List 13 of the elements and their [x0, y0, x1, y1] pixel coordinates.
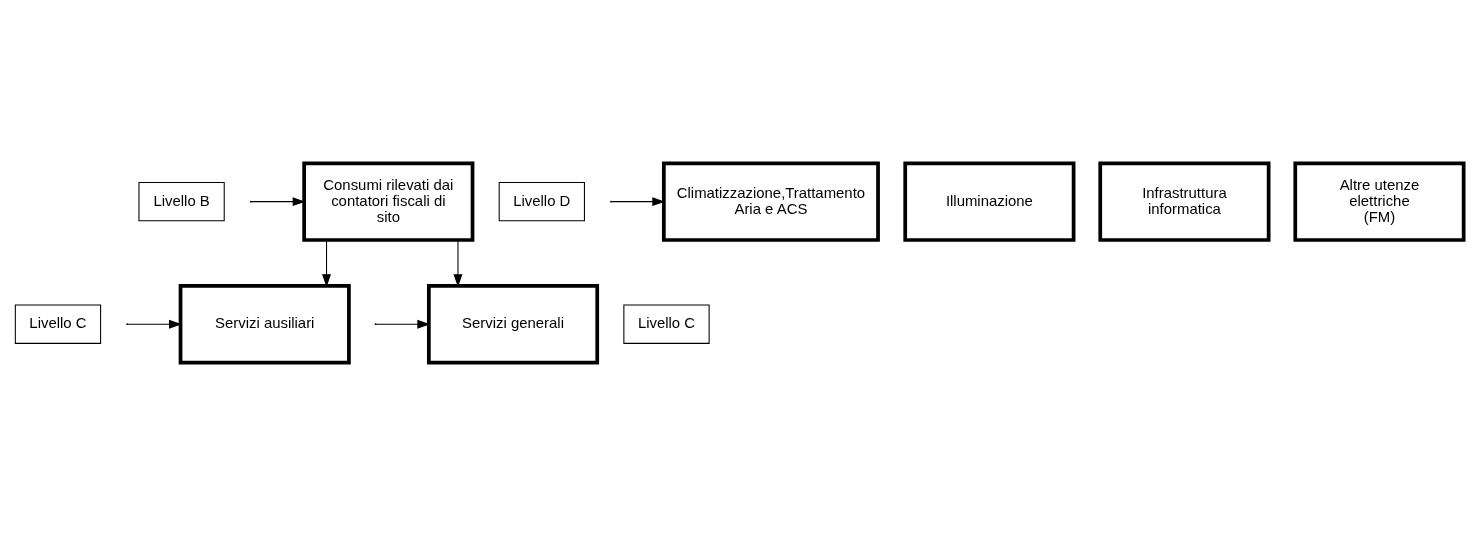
node-box: Livello D [498, 181, 585, 222]
node-box: Consumi rilevati dai contatori fiscali di sito [302, 161, 475, 242]
node-box: Servizi generali [426, 283, 600, 365]
node-box: Climatizzazione,Trattamento Aria e ACS [661, 161, 880, 242]
node-box: Altre utenze elettriche (FM) [1293, 161, 1466, 242]
node-box: Illuminazione [903, 161, 1076, 242]
node-box: Infrastruttura informatica [1098, 161, 1271, 242]
node-box: Livello B [138, 181, 225, 222]
node-box: Servizi ausiliari [178, 283, 351, 365]
arrow [250, 197, 306, 207]
arrow [127, 319, 182, 329]
node-box: Livello C [14, 304, 102, 344]
node-box: Livello C [623, 304, 710, 344]
